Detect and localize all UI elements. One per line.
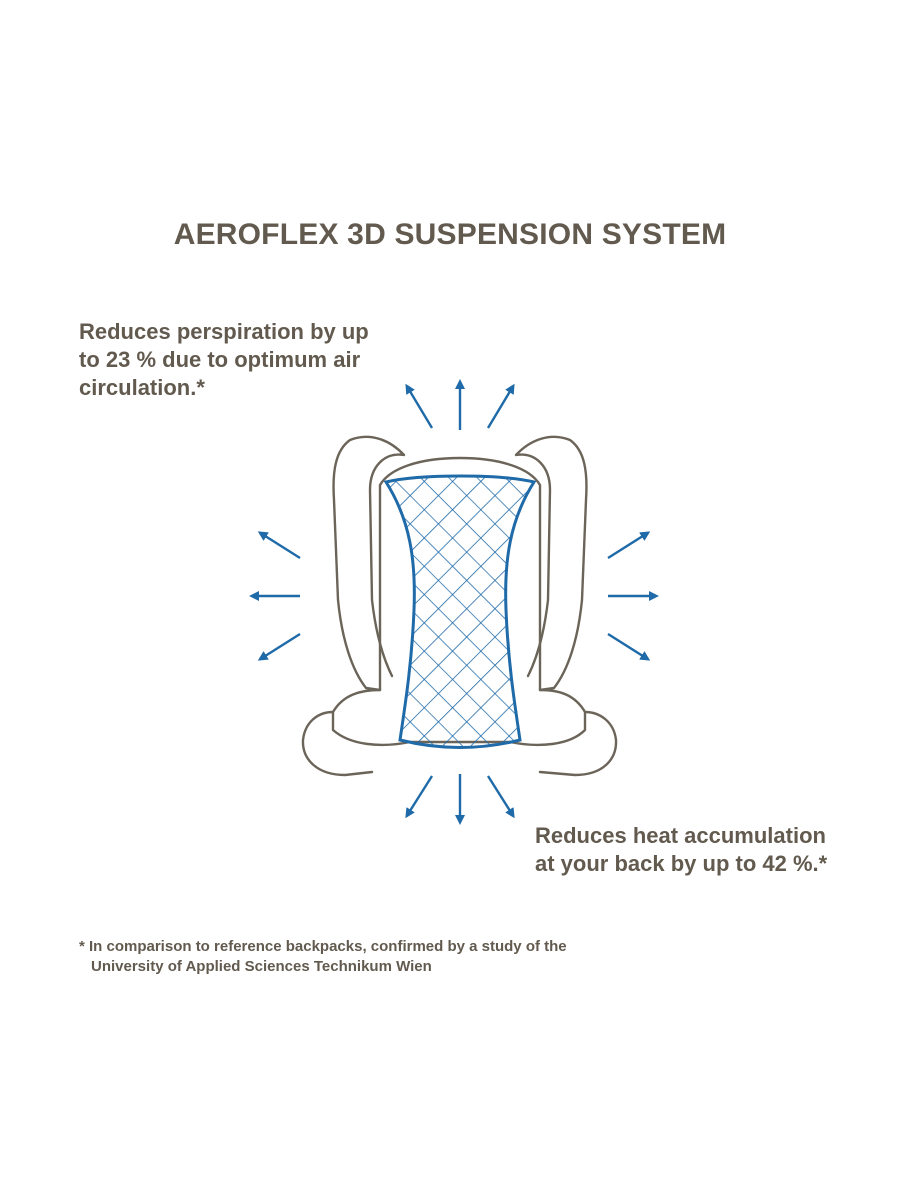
- airflow-arrow-icon: [405, 383, 434, 429]
- page-title: AEROFLEX 3D SUSPENSION SYSTEM: [173, 218, 727, 251]
- footnote: * In comparison to reference backpacks, …: [79, 937, 599, 977]
- right-shoulder-strap: [514, 435, 588, 692]
- mesh-panel-icon: [383, 474, 537, 749]
- footnote-line-2: University of Applied Sciences Technikum…: [91, 958, 432, 975]
- airflow-arrow-icon: [486, 383, 515, 429]
- perspiration-claim: Reduces perspiration by up to 23 % due t…: [79, 319, 369, 400]
- airflow-arrow-icon: [257, 531, 301, 560]
- left-shoulder-strap: [332, 435, 406, 692]
- footnote-line-1: * In comparison to reference backpacks, …: [79, 938, 567, 955]
- airflow-arrows: [249, 379, 659, 825]
- airflow-arrow-icon: [607, 531, 651, 560]
- back-panel-outline: [331, 456, 587, 747]
- heat-claim: Reduces heat accumulation at your back b…: [535, 823, 828, 876]
- right-hip-belt: [538, 710, 618, 777]
- airflow-arrow-icon: [405, 775, 434, 819]
- airflow-arrow-icon: [486, 775, 515, 819]
- backpack-suspension-icon: [301, 435, 618, 777]
- airflow-arrow-icon: [257, 632, 301, 661]
- mesh-fill: [383, 474, 537, 749]
- airflow-arrow-icon: [607, 632, 651, 661]
- left-hip-belt: [301, 710, 374, 777]
